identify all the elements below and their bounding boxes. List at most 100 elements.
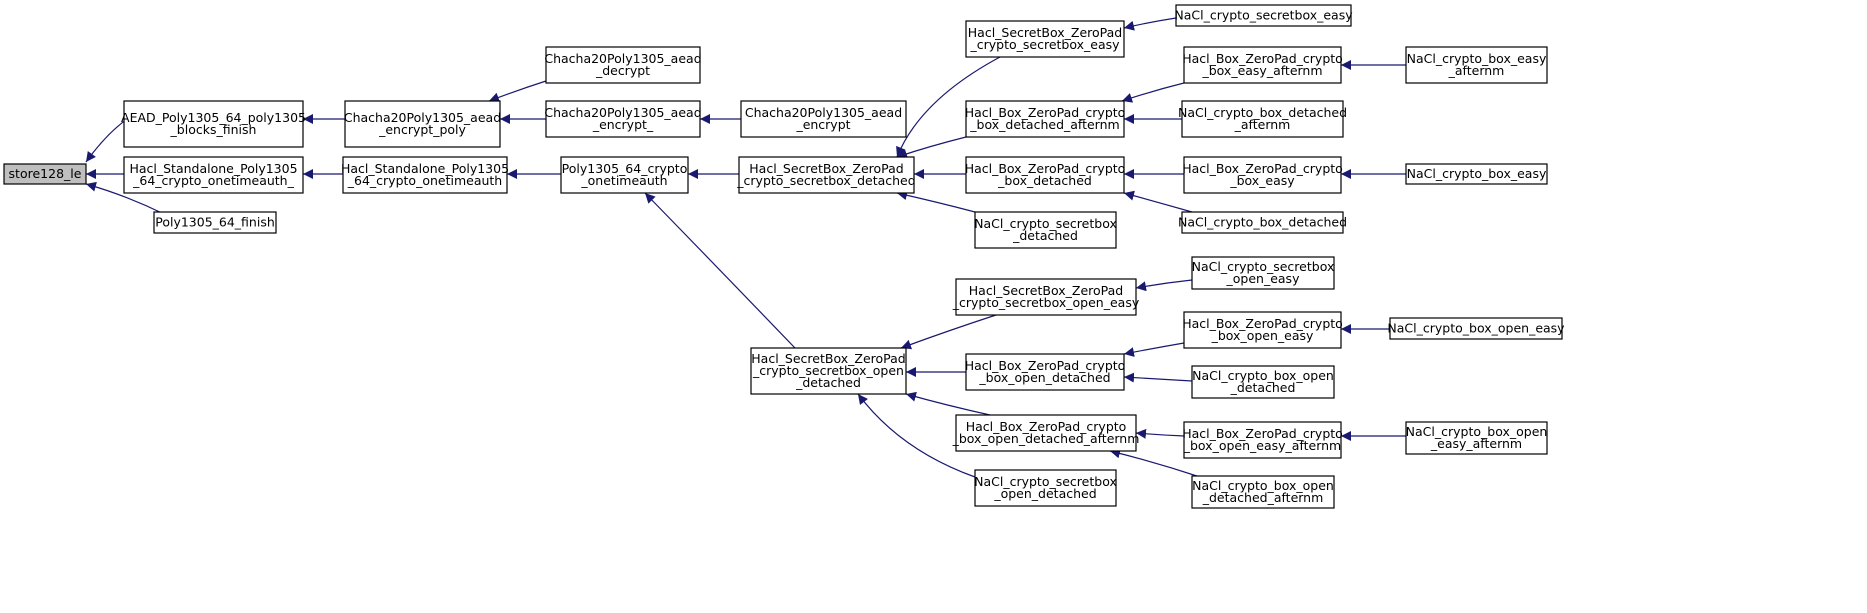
node-box bbox=[1175, 4, 1352, 27]
edge-sb_open_detached-to-poly_onetimeauth bbox=[644, 192, 796, 349]
node-nacl-box-detached-afternm[interactable]: NaCl_crypto_box_detached_afternm bbox=[1178, 100, 1347, 138]
node-label-line: _crypto_secretbox_open_easy bbox=[952, 295, 1140, 310]
edge-sb_easy-to-sb_detached bbox=[896, 56, 1001, 158]
node-box bbox=[560, 156, 689, 194]
edges-layer bbox=[85, 17, 1406, 478]
node-box-open-easy[interactable]: Hacl_Box_ZeroPad_crypto_box_open_easy bbox=[1182, 311, 1343, 349]
node-label-line: NaCl_crypto_box_open_easy bbox=[1387, 321, 1565, 336]
node-box bbox=[1191, 256, 1335, 290]
node-hacl-standalone-[interactable]: Hacl_Standalone_Poly1305_64_crypto_oneti… bbox=[123, 156, 304, 194]
edge-box_open_easy-to-box_open_detached bbox=[1123, 342, 1185, 358]
node-label-line: NaCl_crypto_box_open bbox=[1406, 424, 1548, 439]
node-chacha-decrypt[interactable]: Chacha20Poly1305_aead_decrypt bbox=[544, 46, 702, 84]
node-nacl-sb-open-detached[interactable]: NaCl_crypto_secretbox_open_detached bbox=[974, 469, 1117, 507]
node-label-line: _encrypt bbox=[795, 117, 850, 132]
node-label-line: Hacl_Box_ZeroPad_crypto bbox=[965, 358, 1126, 373]
node-sb-open-easy[interactable]: Hacl_SecretBox_ZeroPad_crypto_secretbox_… bbox=[952, 278, 1140, 316]
node-box-detached[interactable]: Hacl_Box_ZeroPad_crypto_box_detached bbox=[965, 156, 1126, 194]
node-hacl-standalone[interactable]: Hacl_Standalone_Poly1305_64_crypto_oneti… bbox=[341, 156, 509, 194]
node-label-line: _64_crypto_onetimeauth_ bbox=[132, 173, 294, 188]
node-label-line: Poly1305_64_crypto bbox=[562, 161, 688, 176]
node-label-line: NaCl_crypto_box_detached bbox=[1178, 105, 1347, 120]
node-label-line: _crypto_secretbox_easy bbox=[969, 37, 1120, 52]
node-label-line: _box_detached bbox=[997, 173, 1092, 188]
node-label-line: NaCl_crypto_secretbox_easy bbox=[1174, 8, 1353, 23]
node-box bbox=[3, 163, 87, 185]
node-box-open-detached-afternm[interactable]: Hacl_Box_ZeroPad_crypto_box_open_detache… bbox=[952, 414, 1140, 452]
node-label-line: NaCl_crypto_box_open bbox=[1192, 478, 1334, 493]
node-label-line: Poly1305_64_finish bbox=[155, 215, 275, 230]
node-box bbox=[1181, 100, 1344, 138]
node-box-open-easy-afternm[interactable]: Hacl_Box_ZeroPad_crypto_box_open_easy_af… bbox=[1182, 421, 1343, 459]
node-chacha-encrypt[interactable]: Chacha20Poly1305_aead_encrypt bbox=[740, 100, 907, 138]
edge-nacl_box_open_detached-to-box_open_detached bbox=[1123, 372, 1193, 383]
node-label-line: Hacl_SecretBox_ZeroPad bbox=[751, 351, 905, 366]
node-nacl-box-easy-afternm[interactable]: NaCl_crypto_box_easy_afternm bbox=[1405, 46, 1548, 84]
edge-box_open_detached_afternm-to-sb_open_detached bbox=[905, 391, 991, 416]
node-label-line: _64_crypto_onetimeauth bbox=[347, 173, 502, 188]
node-label-line: _onetimeauth bbox=[580, 173, 667, 188]
node-box bbox=[123, 100, 304, 148]
node-nacl-box-detached[interactable]: NaCl_crypto_box_detached bbox=[1178, 211, 1347, 234]
node-box bbox=[545, 100, 701, 138]
node-poly-finish[interactable]: Poly1305_64_finish bbox=[153, 211, 277, 234]
node-box bbox=[965, 353, 1125, 391]
node-nacl-sb-open-easy[interactable]: NaCl_crypto_secretbox_open_easy bbox=[1191, 256, 1335, 290]
node-box bbox=[344, 100, 501, 148]
node-label-line: NaCl_crypto_box_easy bbox=[1407, 51, 1547, 66]
node-nacl-box-open-easy-afternm[interactable]: NaCl_crypto_box_open_easy_afternm bbox=[1405, 421, 1548, 455]
node-box bbox=[1405, 421, 1548, 455]
node-nacl-box-open-detached-afternm[interactable]: NaCl_crypto_box_open_detached_afternm bbox=[1191, 475, 1335, 509]
node-label-line: _crypto_secretbox_open bbox=[752, 363, 904, 378]
node-box bbox=[750, 347, 907, 395]
node-label-line: _detached bbox=[1012, 228, 1078, 243]
node-label-line: _box_detached_afternm bbox=[969, 117, 1119, 132]
node-label-line: Hacl_SecretBox_ZeroPad bbox=[749, 161, 903, 176]
node-label-line: store128_le bbox=[9, 166, 82, 181]
node-label-line: Hacl_SecretBox_ZeroPad bbox=[969, 283, 1123, 298]
node-box bbox=[965, 156, 1125, 194]
node-box-easy[interactable]: Hacl_Box_ZeroPad_crypto_box_easy bbox=[1182, 156, 1343, 194]
node-label-line: Hacl_Box_ZeroPad_crypto bbox=[1182, 51, 1343, 66]
node-label-line: _blocks_finish bbox=[170, 122, 257, 137]
node-aead-blocks-finish[interactable]: AEAD_Poly1305_64_poly1305_blocks_finish bbox=[121, 100, 306, 148]
node-chacha-encrypt-[interactable]: Chacha20Poly1305_aead_encrypt_ bbox=[544, 100, 702, 138]
node-box bbox=[153, 211, 277, 234]
node-label-line: NaCl_crypto_secretbox bbox=[974, 474, 1117, 489]
node-nacl-box-easy[interactable]: NaCl_crypto_box_easy bbox=[1405, 163, 1548, 185]
node-label-line: _afternm bbox=[1234, 117, 1291, 132]
node-nacl-sb-easy[interactable]: NaCl_crypto_secretbox_easy bbox=[1174, 4, 1353, 27]
node-chacha-encrypt-poly[interactable]: Chacha20Poly1305_aead_encrypt_poly bbox=[344, 100, 501, 148]
edge-poly_finish-to-store128_le bbox=[85, 181, 165, 215]
node-sb-easy[interactable]: Hacl_SecretBox_ZeroPad_crypto_secretbox_… bbox=[965, 20, 1125, 58]
edge-nacl_sb_open_detached-to-sb_open_detached bbox=[857, 393, 976, 478]
node-poly-onetimeauth[interactable]: Poly1305_64_crypto_onetimeauth bbox=[560, 156, 689, 194]
node-box bbox=[545, 46, 701, 84]
node-label-line: _afternm bbox=[1448, 63, 1505, 78]
nodes-layer: store128_le AEAD_Poly1305_64_poly1305_blo… bbox=[3, 4, 1565, 509]
node-sb-open-detached[interactable]: Hacl_SecretBox_ZeroPad_crypto_secretbox_… bbox=[750, 347, 907, 395]
edge-box_easy_afternm-to-box_detached_afternm bbox=[1121, 82, 1185, 103]
node-nacl-box-open-detached[interactable]: NaCl_crypto_box_open_detached bbox=[1191, 365, 1335, 399]
node-box-open-detached[interactable]: Hacl_Box_ZeroPad_crypto_box_open_detache… bbox=[965, 353, 1126, 391]
node-label-line: NaCl_crypto_box_open bbox=[1192, 368, 1334, 383]
node-box bbox=[965, 100, 1125, 138]
node-label-line: _easy_afternm bbox=[1430, 436, 1522, 451]
node-label-line: Hacl_Box_ZeroPad_crypto bbox=[1182, 316, 1343, 331]
node-label-line: NaCl_crypto_box_easy bbox=[1407, 166, 1547, 181]
node-label-line: Chacha20Poly1305_aead bbox=[544, 105, 701, 120]
node-store128-le[interactable]: store128_le bbox=[3, 163, 87, 185]
edge-nacl_box_open_detached_afternm-to-box_open_detached_afternm bbox=[1109, 448, 1201, 478]
node-box-detached-afternm[interactable]: Hacl_Box_ZeroPad_crypto_box_detached_aft… bbox=[965, 100, 1126, 138]
node-box-easy-afternm[interactable]: Hacl_Box_ZeroPad_crypto_box_easy_afternm bbox=[1182, 46, 1343, 84]
node-nacl-box-open-easy[interactable]: NaCl_crypto_box_open_easy bbox=[1387, 317, 1565, 340]
node-label-line: _box_open_easy_afternm bbox=[1183, 438, 1342, 453]
node-box bbox=[1389, 317, 1563, 340]
node-box bbox=[1183, 156, 1342, 194]
node-label-line: Hacl_Standalone_Poly1305 bbox=[129, 161, 297, 176]
node-sb-detached[interactable]: Hacl_SecretBox_ZeroPad_crypto_secretbox_… bbox=[736, 156, 916, 194]
node-label-line: Hacl_Box_ZeroPad_crypto bbox=[965, 105, 1126, 120]
node-nacl-sb-detached[interactable]: NaCl_crypto_secretbox_detached bbox=[974, 211, 1117, 249]
node-label-line: Chacha20Poly1305_aead bbox=[544, 51, 701, 66]
